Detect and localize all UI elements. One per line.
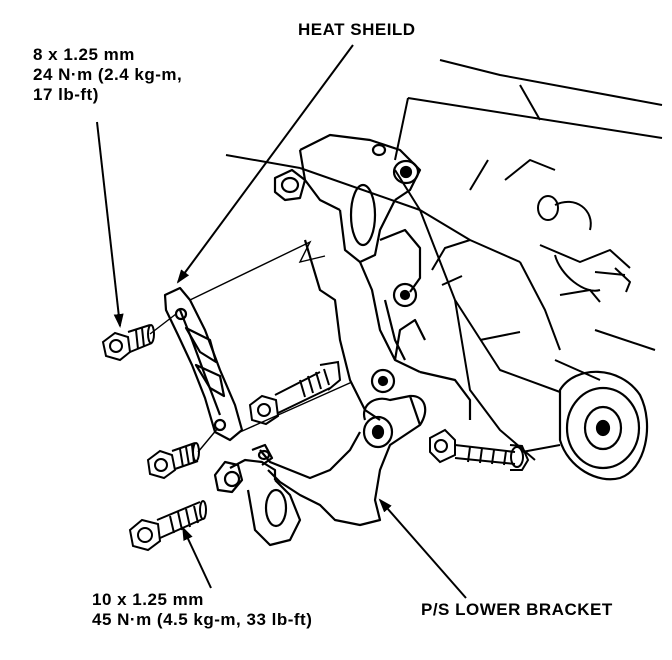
leader-lines: [96, 44, 467, 599]
pulley-bolt: [429, 428, 561, 471]
engine-bracket-body: [303, 228, 472, 421]
heat-shield-label-text: HEAT SHEILD: [298, 20, 416, 39]
mounting-boss-top: [273, 133, 422, 264]
ps-lower-bracket-label-text: P/S LOWER BRACKET: [421, 600, 613, 619]
ps-lower-bracket-label: P/S LOWER BRACKET: [421, 600, 613, 620]
engine-block: [225, 59, 663, 461]
dashed-alignment-lines: [149, 240, 353, 453]
ps-bracket-leader: [378, 498, 467, 599]
upper-bolt-torque-lbft: 17 lb-ft): [33, 85, 99, 104]
lower-bolt-leader: [182, 526, 212, 589]
heat-shield-bolt: [101, 324, 155, 362]
lower-bolt-torque: 45 N·m (4.5 kg-m, 33 lb-ft): [92, 610, 313, 629]
heat-shield-part: [163, 286, 244, 442]
lower-bolt-spec: 10 x 1.25 mm 45 N·m (4.5 kg-m, 33 lb-ft): [92, 590, 312, 630]
ps-lower-bracket-part: [213, 394, 427, 547]
upper-bolt-size: 8 x 1.25 mm: [33, 45, 135, 64]
lower-heat-shield-bolt: [146, 442, 200, 480]
heat-shield-leader: [176, 44, 354, 284]
bracket-bolt-middle: [248, 360, 342, 426]
lower-bracket-bolt: [128, 500, 207, 552]
upper-bolt-spec: 8 x 1.25 mm 24 N·m (2.4 kg-m, 17 lb-ft): [33, 45, 182, 105]
idler-pulley: [558, 370, 649, 481]
heat-shield-label: HEAT SHEILD: [298, 20, 416, 40]
lower-bolt-size: 10 x 1.25 mm: [92, 590, 204, 609]
upper-bolt-torque: 24 N·m (2.4 kg-m,: [33, 65, 183, 84]
upper-bolt-leader: [96, 121, 124, 328]
